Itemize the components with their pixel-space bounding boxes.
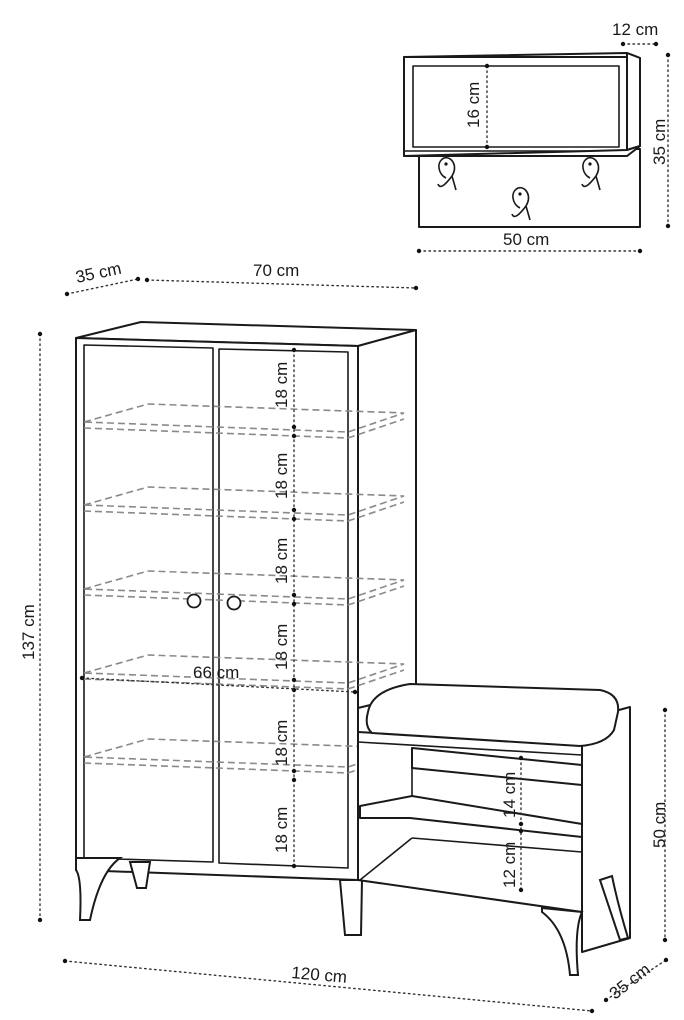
shelf-depth-label: 12 cm bbox=[612, 20, 658, 39]
cabinet-leg bbox=[75, 857, 124, 921]
hanger-height-label: 35 cm bbox=[650, 119, 669, 165]
total-width-dimension: 120 cm bbox=[62, 958, 595, 1014]
shelf-gap-label: 18 cm bbox=[272, 362, 291, 408]
door-knob-icon bbox=[186, 593, 202, 609]
hanger-shelf-bottom bbox=[403, 145, 641, 157]
door-knob-icon bbox=[226, 595, 242, 611]
cabinet-leg bbox=[338, 879, 364, 936]
shelf-height-label: 16 cm bbox=[464, 82, 483, 128]
shelf-gap-label: 18 cm bbox=[272, 720, 291, 766]
hanger-width-label: 50 cm bbox=[503, 230, 549, 249]
bench-gap-lower-label: 12 cm bbox=[500, 842, 519, 888]
bench bbox=[357, 683, 631, 976]
cabinet-leg bbox=[128, 861, 152, 889]
cabinet-front bbox=[75, 337, 359, 881]
cabinet-right-side bbox=[357, 329, 417, 709]
bench-leg bbox=[598, 874, 630, 942]
hanger-shelf-opening bbox=[412, 65, 620, 148]
shelf-gap-label: 18 cm bbox=[272, 807, 291, 853]
bench-cushion bbox=[365, 683, 620, 747]
shelf-gap-label: 18 cm bbox=[272, 624, 291, 670]
cabinet-dimensions: 35 cm 70 cm 137 cm 18 cm 18 cm 18 cm 18 … bbox=[19, 259, 419, 923]
coat-hook-icon bbox=[581, 156, 601, 191]
inner-width-label: 66 cm bbox=[193, 663, 239, 682]
hanger-shelf-frame bbox=[403, 56, 628, 157]
bench-depth-label: 35 cm bbox=[606, 960, 654, 1003]
cabinet-depth-label: 35 cm bbox=[74, 259, 123, 287]
bench-gap-upper-label: 14 cm bbox=[500, 772, 519, 818]
coat-hook-icon bbox=[437, 156, 457, 191]
total-width-label: 120 cm bbox=[291, 963, 348, 987]
bench-leg bbox=[541, 906, 584, 976]
bench-height-label: 50 cm bbox=[650, 802, 669, 848]
shelf-gap-label: 18 cm bbox=[272, 538, 291, 584]
coat-hook-icon bbox=[511, 186, 531, 221]
cabinet-right-door bbox=[218, 348, 349, 869]
bench-shelf bbox=[411, 747, 583, 786]
shelf-gap-label: 18 cm bbox=[272, 453, 291, 499]
hanger-shelf-right-side bbox=[626, 52, 641, 151]
wall-hanger bbox=[403, 52, 641, 228]
hanger-dimensions: 12 cm 16 cm 35 cm 50 cm bbox=[416, 20, 671, 254]
cabinet-left-door bbox=[83, 344, 214, 863]
cabinet-width-label: 70 cm bbox=[253, 261, 299, 280]
total-height-label: 137 cm bbox=[19, 604, 38, 660]
